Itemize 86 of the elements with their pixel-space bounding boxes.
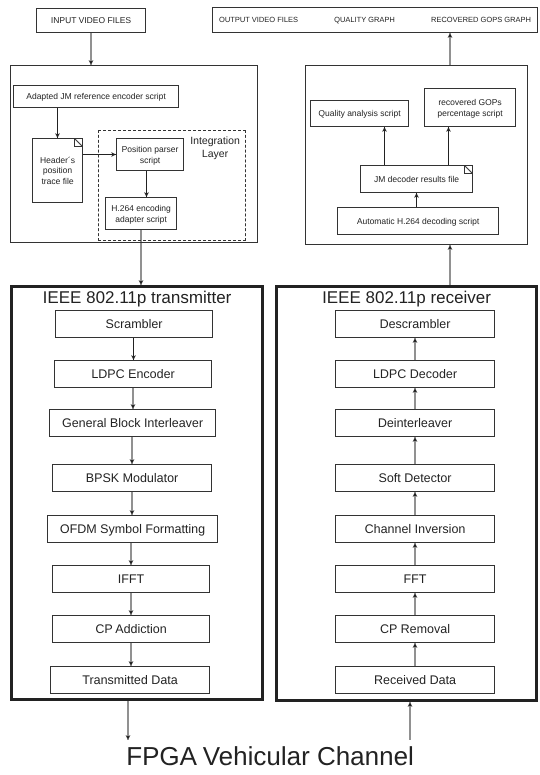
- process-box: [310, 100, 409, 127]
- process-box: [335, 409, 495, 437]
- box-label: Adapted JM reference encoder script: [26, 91, 166, 102]
- box-label: BPSK Modulator: [86, 471, 178, 485]
- process-box: [52, 615, 210, 643]
- process-box: [335, 615, 495, 643]
- arrow: [138, 230, 144, 286]
- box-label: CP Removal: [380, 622, 450, 636]
- process-box: [335, 565, 495, 593]
- process-box: [335, 515, 495, 543]
- block-panel: [275, 285, 538, 702]
- arrow: [412, 642, 418, 666]
- arrow: [130, 492, 134, 516]
- arrow: [144, 170, 149, 198]
- box-label: Descrambler: [380, 317, 450, 331]
- arrow: [88, 32, 94, 66]
- process-box: [105, 197, 177, 230]
- panel-title: IEEE 802.11p transmitter: [42, 288, 232, 308]
- box-label: recovered GOPs percentage script: [436, 96, 504, 118]
- arrow: [414, 192, 419, 208]
- box-label: Automatic H.264 decoding script: [356, 216, 480, 226]
- process-box: [360, 165, 473, 193]
- process-box: [50, 666, 210, 694]
- layer-label: Integration Layer: [189, 135, 241, 161]
- box-label: INPUT VIDEO FILES: [50, 15, 132, 26]
- box-label: JM decoder results file: [374, 174, 460, 184]
- process-box: [52, 565, 210, 593]
- box-label: Position parser script: [120, 144, 180, 166]
- output-bar: [212, 7, 538, 33]
- process-box: [335, 464, 495, 492]
- process-box: [54, 360, 212, 388]
- arrow: [126, 700, 130, 740]
- block-panel: [10, 285, 264, 701]
- box-label: Received Data: [374, 673, 456, 687]
- box-label: OFDM Symbol Formatting: [60, 522, 206, 536]
- arrow: [131, 338, 136, 360]
- box-label: FFT: [404, 572, 426, 586]
- process-box: [116, 138, 184, 171]
- process-box: [335, 360, 495, 388]
- arrow: [55, 108, 60, 138]
- arrow: [82, 152, 116, 157]
- arrow: [128, 642, 134, 666]
- arrow: [130, 388, 136, 410]
- process-box: [424, 88, 516, 127]
- process-box: [337, 207, 499, 235]
- group-frame: [305, 65, 528, 245]
- arrow: [412, 338, 418, 360]
- box-label: Deinterleaver: [378, 416, 452, 430]
- channel-label: FPGA Vehicular Channel: [126, 740, 414, 772]
- arrow: [412, 388, 418, 410]
- process-box: [335, 666, 495, 694]
- box-label: Transmitted Data: [82, 673, 178, 687]
- layer-frame: [98, 130, 246, 241]
- process-box: [49, 409, 216, 437]
- arrow: [412, 492, 418, 516]
- process-box: [52, 464, 212, 492]
- arrow: [408, 702, 412, 740]
- arrow: [412, 542, 418, 566]
- process-box: [36, 8, 146, 33]
- group-frame: [10, 65, 258, 243]
- box-label: Soft Detector: [378, 471, 452, 485]
- box-label: LDPC Decoder: [372, 367, 458, 381]
- process-box: [32, 138, 83, 203]
- box-label: General Block Interleaver: [62, 416, 204, 430]
- box-label: Quality analysis script: [318, 108, 401, 119]
- box-label: IFFT: [118, 572, 144, 586]
- arrow: [128, 592, 134, 616]
- arrow: [412, 436, 418, 464]
- process-box: [13, 85, 179, 108]
- process-box: [335, 310, 495, 338]
- box-label: H.264 encoding adapter script: [110, 202, 172, 224]
- box-label: CP Addiction: [95, 622, 167, 636]
- box-label: Channel Inversion: [364, 522, 466, 536]
- panel-title: IEEE 802.11p receiver: [321, 288, 492, 308]
- process-box: [47, 515, 218, 543]
- arrow: [446, 126, 451, 166]
- arrow: [130, 436, 134, 464]
- box-label: LDPC Encoder: [91, 367, 175, 381]
- process-box: [55, 310, 213, 338]
- box-label: Scrambler: [106, 317, 162, 331]
- arrow: [448, 244, 452, 286]
- arrow: [382, 126, 387, 166]
- arrow: [448, 32, 452, 66]
- arrow: [128, 542, 134, 566]
- box-label: Header´s position trace file: [39, 154, 76, 186]
- arrow: [412, 592, 418, 616]
